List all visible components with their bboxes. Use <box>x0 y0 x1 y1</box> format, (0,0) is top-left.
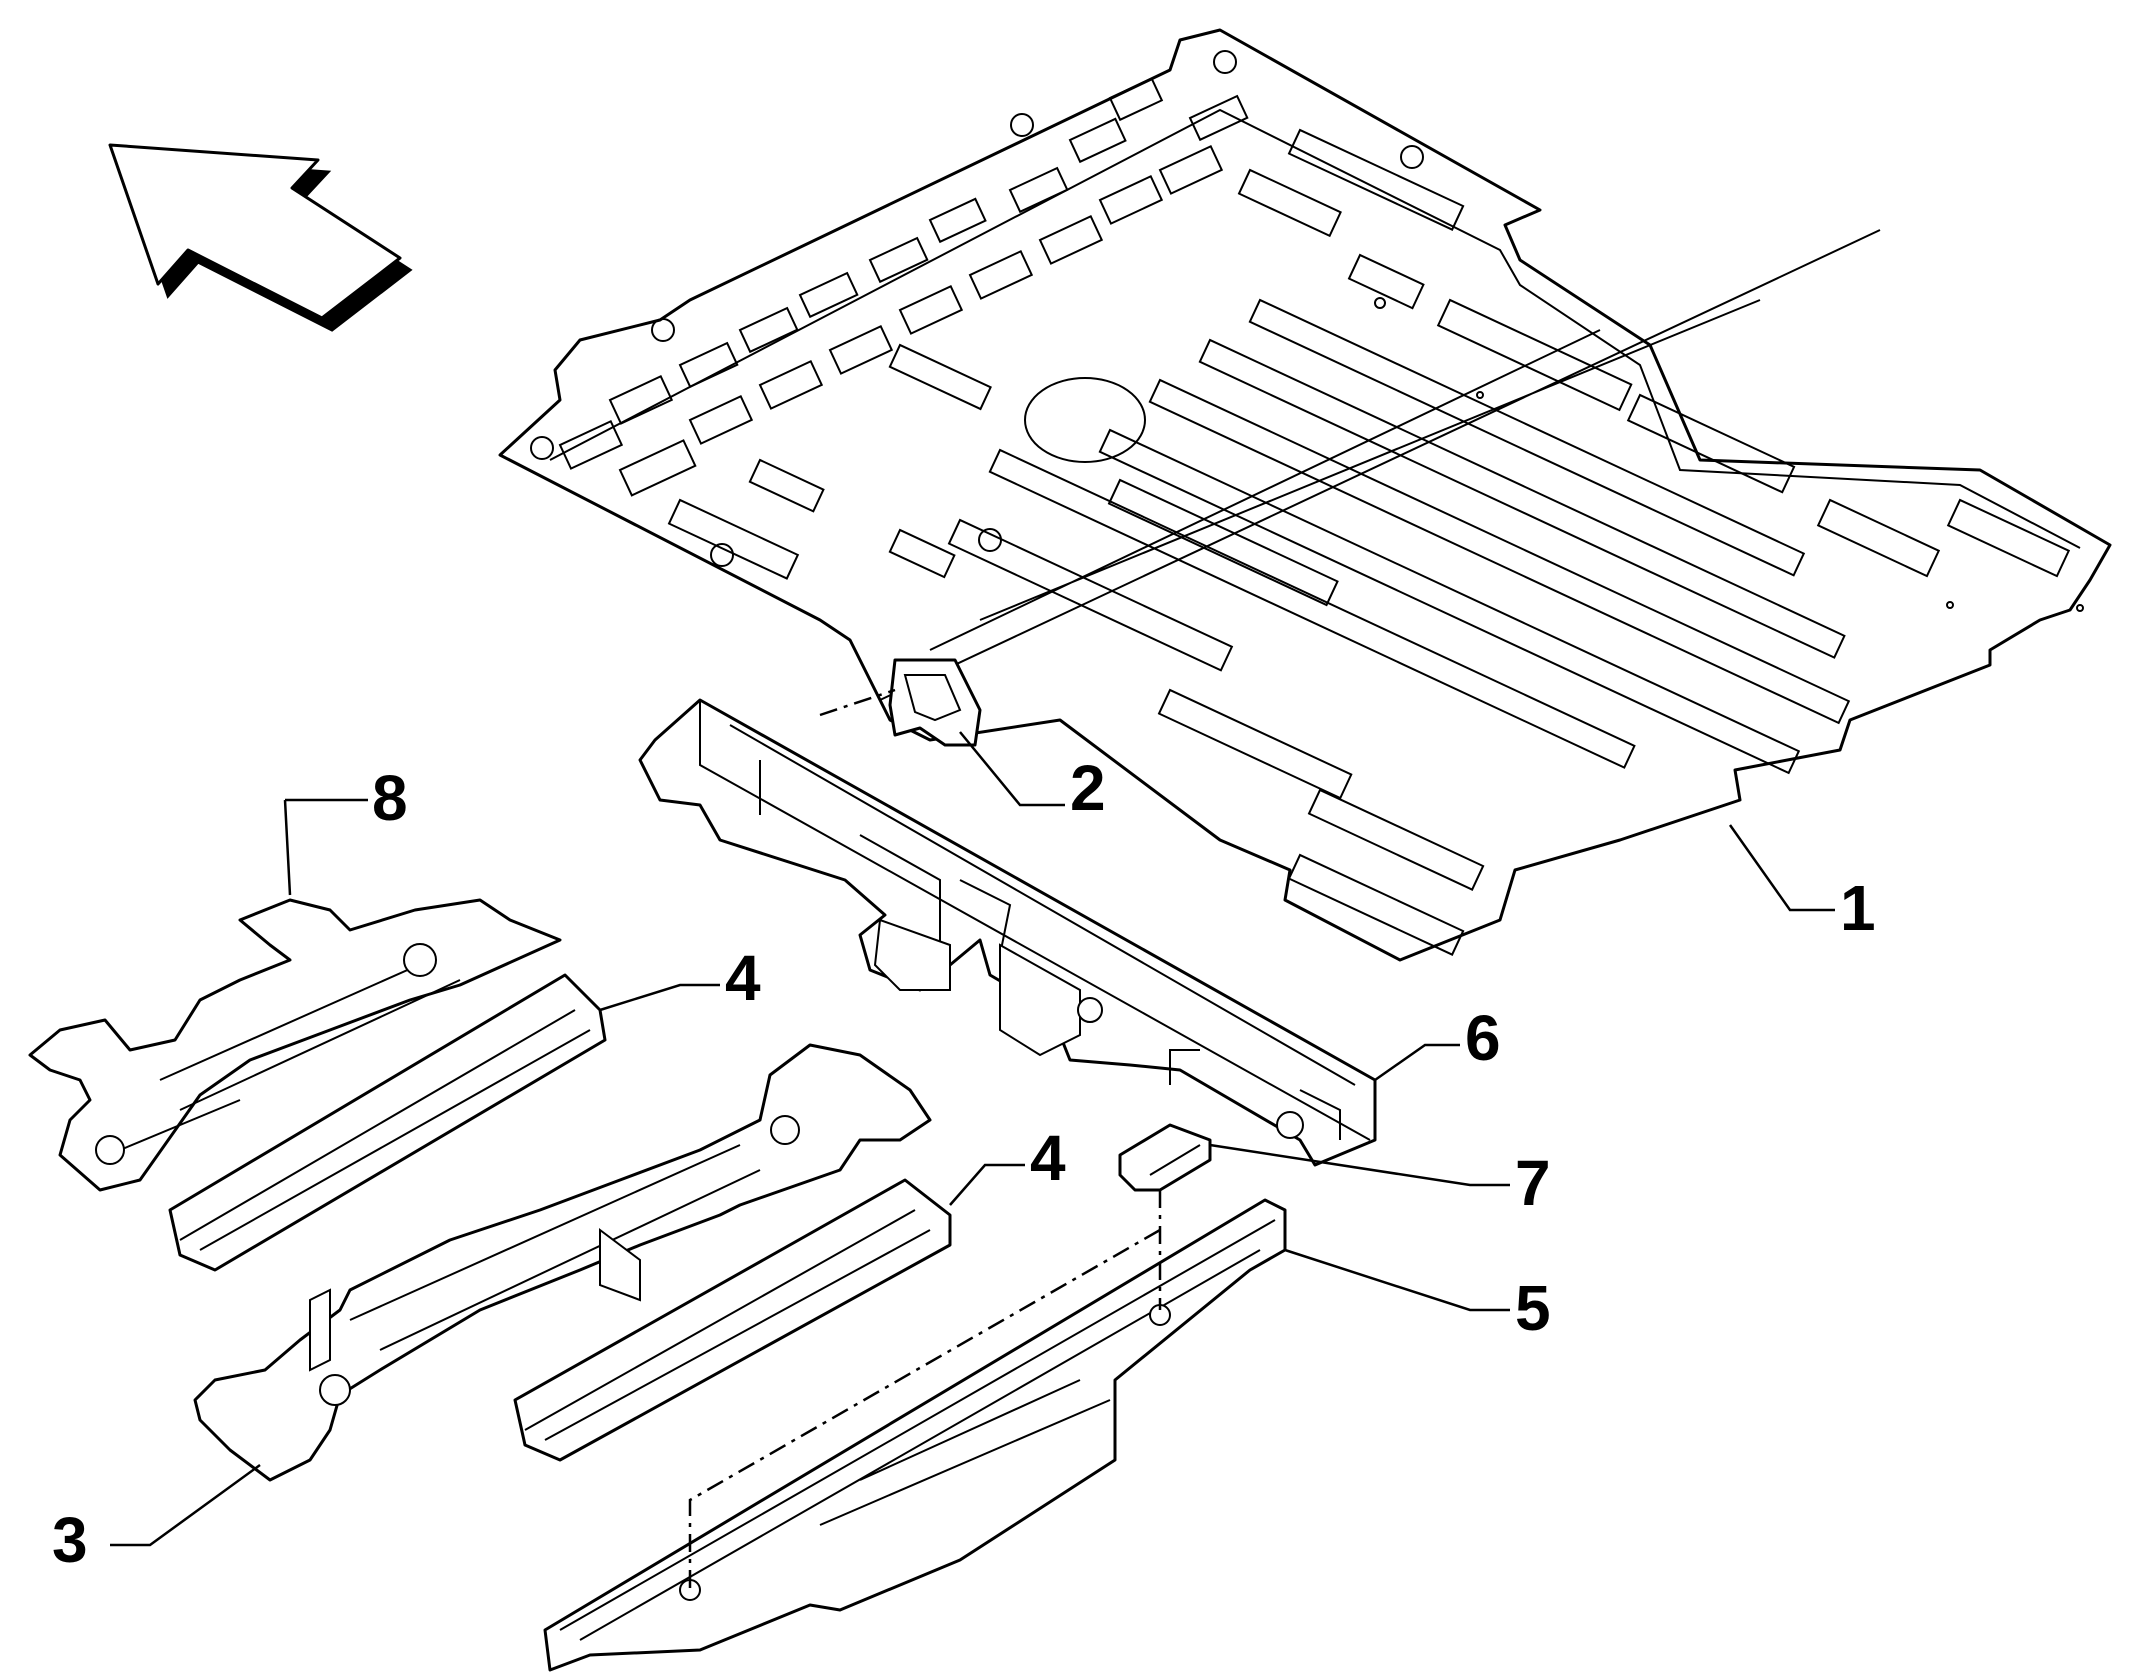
callout-2: 2 <box>1070 752 1106 824</box>
callout-4-upper: 4 <box>725 942 761 1014</box>
callout-labels: 1 2 3 4 4 5 6 7 8 <box>52 752 1876 1576</box>
callout-7: 7 <box>1515 1147 1551 1219</box>
floor-panel <box>498 28 2112 962</box>
front-floor-section <box>28 898 562 1192</box>
direction-arrow-icon <box>108 143 413 332</box>
callout-6: 6 <box>1465 1002 1501 1074</box>
callout-5: 5 <box>1515 1272 1551 1344</box>
side-rail-lower <box>513 1178 952 1462</box>
bracket-small <box>888 658 982 747</box>
callout-4-lower: 4 <box>1030 1122 1066 1194</box>
cross-member <box>638 698 1377 1167</box>
callout-1: 1 <box>1840 872 1876 944</box>
central-member <box>193 1043 932 1482</box>
bracket-plate <box>1118 1123 1212 1192</box>
callout-3: 3 <box>52 1504 88 1576</box>
rear-longitudinal-member <box>543 1198 1287 1672</box>
assembly-lines <box>688 688 1162 1590</box>
side-rail-upper <box>168 973 607 1272</box>
leader-lines <box>110 731 1835 1547</box>
callout-8: 8 <box>372 762 408 834</box>
